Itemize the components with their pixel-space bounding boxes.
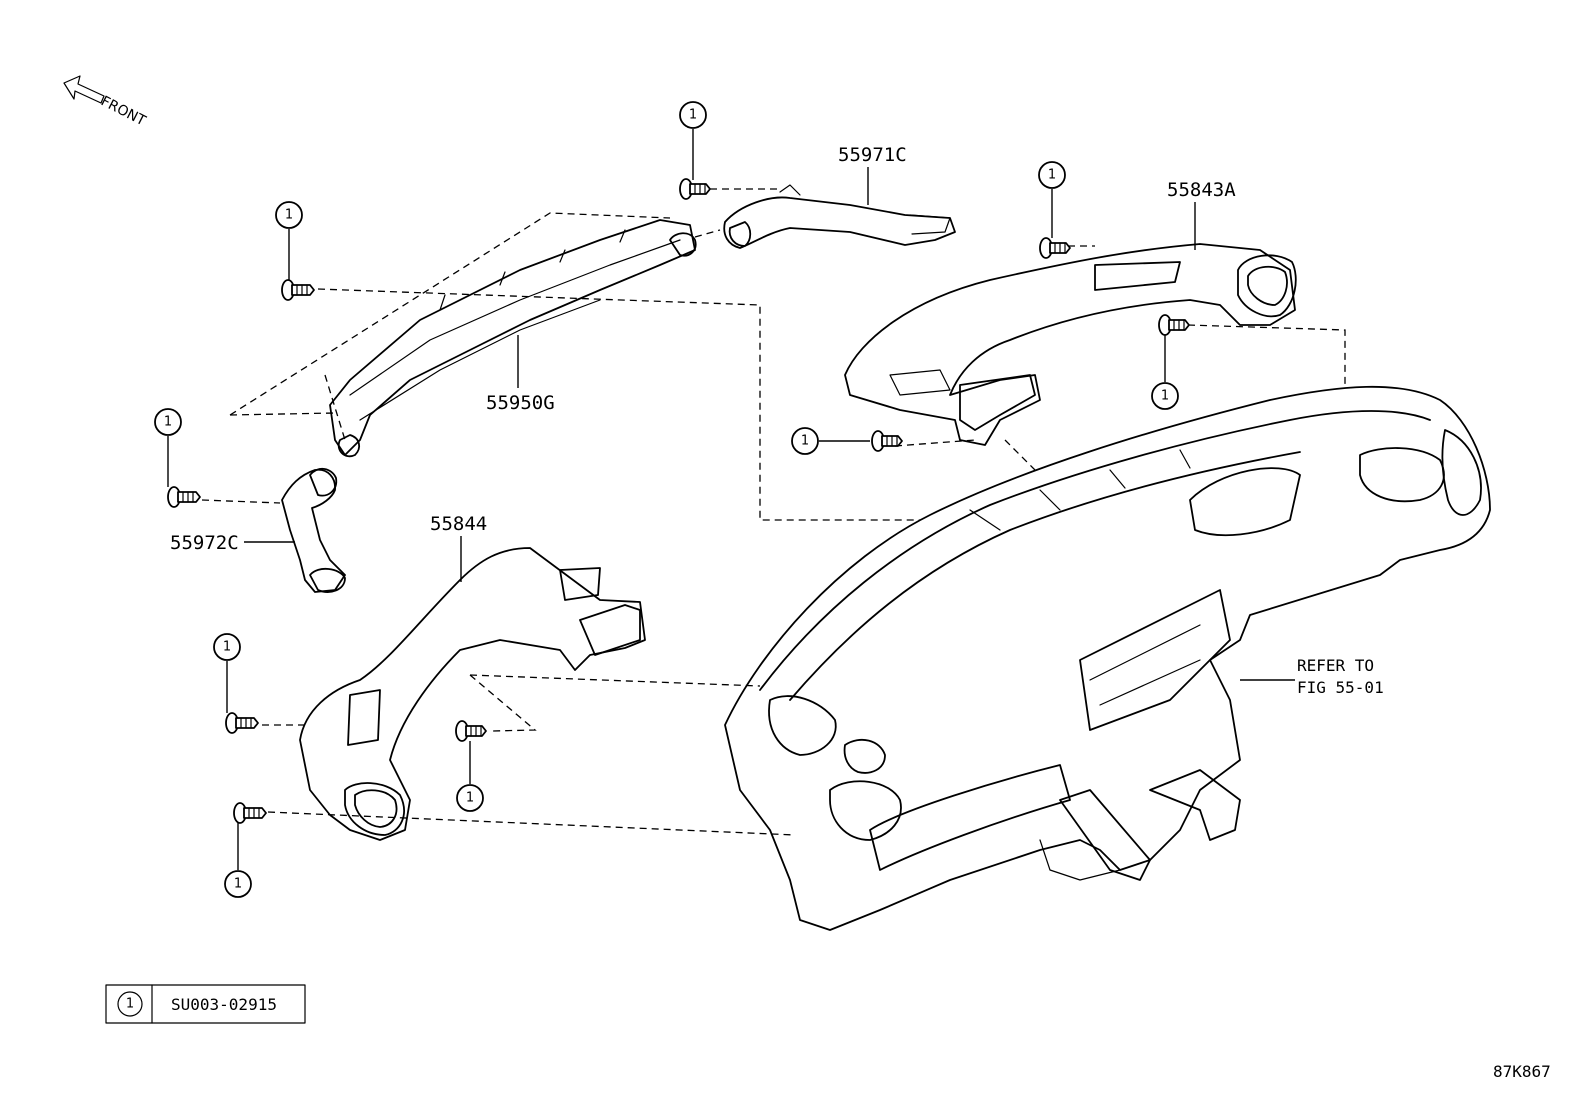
screw-a (679, 178, 711, 200)
callout-1-c: 1 (1038, 161, 1066, 238)
duct-55971C (723, 184, 956, 249)
screw-e (871, 430, 903, 452)
instrument-panel (724, 385, 1491, 931)
screw-i (233, 802, 267, 824)
label-55972C: 55972C (170, 532, 295, 554)
svg-text:1: 1 (1048, 168, 1056, 183)
svg-text:55843A: 55843A (1167, 179, 1236, 201)
callout-1-b: 1 (275, 201, 303, 280)
label-55844: 55844 (430, 513, 487, 582)
legend-part: SU003-02915 (171, 995, 277, 1014)
duct-55843A (844, 243, 1297, 446)
svg-text:1: 1 (223, 640, 231, 655)
label-55950G: 55950G (486, 335, 555, 414)
screw-g (225, 712, 259, 734)
screw-d (1158, 314, 1190, 336)
callout-1-h: 1 (456, 741, 484, 812)
svg-text:55950G: 55950G (486, 392, 555, 414)
duct-55972C (281, 468, 346, 593)
label-55843A: 55843A (1167, 179, 1236, 250)
svg-text:1: 1 (801, 434, 809, 449)
refer-to-fig: REFER TO FIG 55-01 (1240, 656, 1384, 697)
legend-box: 1 SU003-02915 (105, 984, 306, 1024)
callout-1-e: 1 (791, 427, 870, 455)
svg-text:1: 1 (234, 877, 242, 892)
callout-1-a: 1 (679, 101, 707, 180)
svg-text:FIG 55-01: FIG 55-01 (1297, 678, 1384, 697)
guide-lines (201, 188, 1346, 836)
figure-id: 87K867 (1493, 1062, 1551, 1081)
duct-55844 (299, 547, 646, 841)
legend-number: 1 (126, 997, 134, 1012)
screw-h (455, 720, 487, 742)
screw-f (167, 486, 201, 508)
duct-55950G (329, 219, 697, 458)
svg-text:1: 1 (164, 415, 172, 430)
label-55971C: 55971C (838, 144, 907, 205)
callout-1-f: 1 (154, 408, 182, 487)
svg-text:55972C: 55972C (170, 532, 239, 554)
svg-text:1: 1 (466, 791, 474, 806)
svg-text:1: 1 (1161, 389, 1169, 404)
svg-text:55844: 55844 (430, 513, 487, 535)
callout-1-d: 1 (1151, 335, 1179, 410)
callout-1-i: 1 (224, 823, 252, 898)
svg-text:55971C: 55971C (838, 144, 907, 166)
front-arrow: FRONT (63, 75, 148, 129)
callout-1-g: 1 (213, 633, 241, 713)
svg-text:1: 1 (285, 208, 293, 223)
screw-c (1039, 237, 1071, 259)
screw-b (281, 279, 315, 301)
front-label: FRONT (98, 93, 148, 129)
svg-text:1: 1 (689, 108, 697, 123)
svg-text:REFER TO: REFER TO (1297, 656, 1374, 675)
